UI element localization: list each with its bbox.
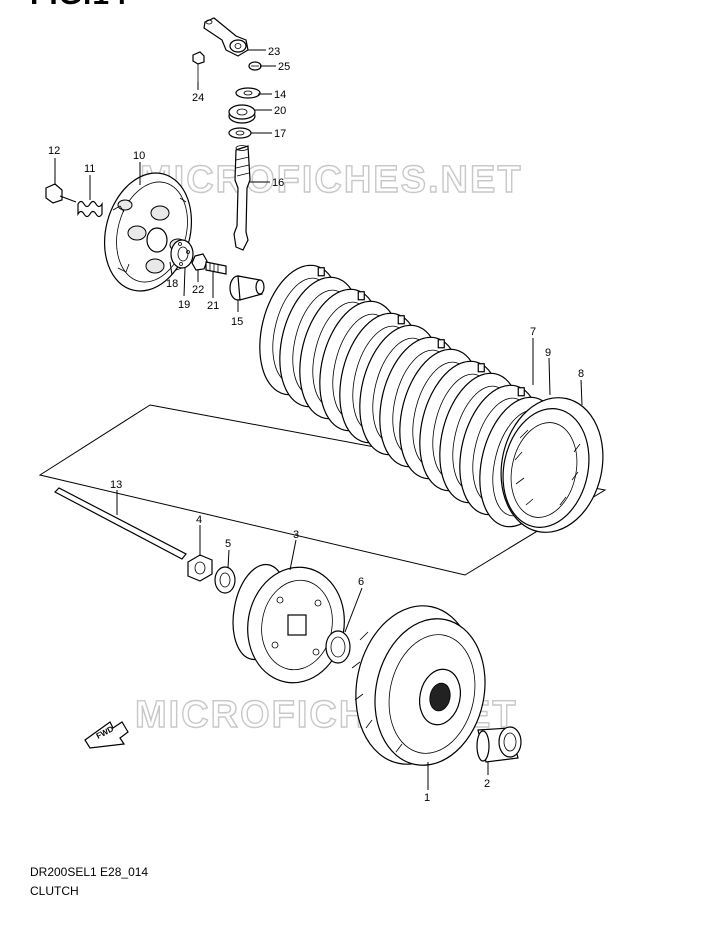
leader-lines <box>54 49 583 790</box>
callout-25: 25 <box>278 61 290 73</box>
plate-tab <box>437 339 445 349</box>
callout-13: 13 <box>110 479 122 491</box>
callout-24: 24 <box>192 92 204 104</box>
arm-bolt <box>192 51 205 82</box>
pressure-plate <box>103 172 193 292</box>
release-shaft <box>233 145 251 251</box>
callout-18: 18 <box>166 278 178 290</box>
callout-21: 21 <box>207 300 219 312</box>
spring-bolt <box>45 183 77 204</box>
plate-tab <box>397 315 405 325</box>
plate-tab <box>517 387 525 397</box>
push-rod <box>54 487 187 560</box>
callout-11: 11 <box>84 163 95 175</box>
hub-washer <box>214 566 236 594</box>
watermark-top: MICROFICHES.NET <box>140 159 523 201</box>
oil-seal-20 <box>228 104 256 124</box>
callout-numbers: 23 25 24 14 20 17 16 10 12 11 18 19 22 2… <box>48 46 584 804</box>
hub-nut <box>187 554 213 582</box>
callout-4: 4 <box>196 514 202 526</box>
callout-17: 17 <box>274 128 286 140</box>
release-arm <box>203 17 249 57</box>
callout-3: 3 <box>293 529 299 541</box>
plate-tab <box>357 291 365 301</box>
thrust-washer <box>325 630 351 664</box>
clutch-spring <box>77 200 103 218</box>
callout-1: 1 <box>424 792 430 804</box>
release-bearing <box>170 239 194 269</box>
callout-5: 5 <box>225 538 231 550</box>
callout-12: 12 <box>48 145 60 157</box>
section-name: CLUTCH <box>30 884 79 898</box>
callout-7: 7 <box>530 326 536 338</box>
clutch-hub <box>232 563 345 684</box>
callout-22: 22 <box>192 284 204 296</box>
callout-6: 6 <box>358 576 364 588</box>
callout-15: 15 <box>231 316 243 328</box>
plate-tab <box>477 363 485 373</box>
plate-tab <box>317 267 325 277</box>
callout-14: 14 <box>274 89 286 101</box>
callout-10: 10 <box>133 150 145 162</box>
washer-14 <box>235 87 261 99</box>
push-piece <box>229 275 265 301</box>
callout-8: 8 <box>578 368 584 380</box>
figure-title: FIG.14 <box>30 0 128 12</box>
callout-16: 16 <box>272 177 284 189</box>
model-code: DR200SEL1 E28_014 <box>30 865 149 879</box>
lock-nut <box>191 253 208 271</box>
callout-9: 9 <box>545 347 551 359</box>
clutch-housing <box>351 605 486 766</box>
washer-17 <box>228 127 252 139</box>
spacer <box>476 726 522 763</box>
forward-arrow-icon: FWD <box>84 721 129 749</box>
clutch-sleeve-hub <box>500 397 604 533</box>
adjusting-screw <box>205 261 227 275</box>
arm-screw <box>248 61 262 71</box>
callout-20: 20 <box>274 105 286 117</box>
callout-23: 23 <box>268 46 280 58</box>
callout-19: 19 <box>178 299 190 311</box>
callout-2: 2 <box>484 778 490 790</box>
